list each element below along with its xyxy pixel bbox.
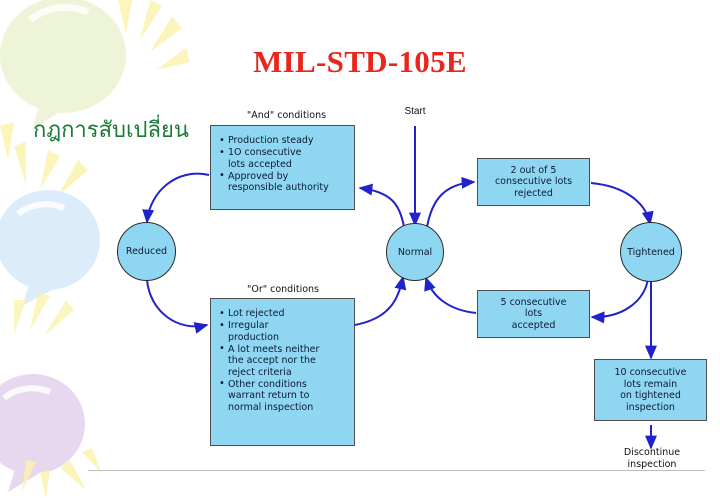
- and-conditions-list: Production steady 1O consecutive lots ac…: [219, 135, 348, 194]
- or-conditions-caption: "Or" conditions: [246, 284, 319, 295]
- ray-burst-top: [118, 0, 190, 70]
- or-conditions-box[interactable]: Lot rejected Irregular production A lot …: [210, 298, 355, 446]
- and-condition-item: 1O consecutive lots accepted: [219, 147, 348, 170]
- balloon-purple: [0, 374, 85, 492]
- or-condition-item: A lot meets neither the accept nor the r…: [219, 343, 348, 379]
- start-label: Start: [404, 106, 426, 117]
- subtitle-thai: กฎการสับเปลี่ยน: [33, 118, 189, 143]
- edge-tighten-cond-to-tightened: [590, 182, 654, 226]
- footer-divider: [88, 470, 705, 471]
- state-normal[interactable]: Normal: [386, 223, 444, 281]
- transition-box-to-normal[interactable]: 5 consecutive lots accepted: [477, 290, 590, 338]
- ray-burst-bottom: [22, 448, 102, 498]
- transition-box-to-tightened[interactable]: 2 out of 5 consecutive lots rejected: [477, 158, 590, 206]
- and-conditions-box[interactable]: Production steady 1O consecutive lots ac…: [210, 125, 355, 210]
- balloon-blue: [0, 190, 100, 306]
- or-condition-item: Lot rejected: [219, 308, 348, 320]
- edge-normal-to-and: [358, 183, 405, 228]
- state-reduced[interactable]: Reduced: [117, 222, 176, 281]
- and-condition-item: Production steady: [219, 135, 348, 147]
- edge-tightened-to-normal-cond: [590, 278, 649, 324]
- edge-or-to-normal: [354, 275, 407, 326]
- page-title: MIL-STD-105E: [253, 44, 467, 79]
- discontinue-label: Discontinue inspection: [623, 447, 681, 470]
- edge-and-to-reduced: [142, 172, 210, 224]
- edge-reduced-to-or: [146, 279, 209, 334]
- or-conditions-list: Lot rejected Irregular production A lot …: [219, 308, 348, 413]
- transition-box-discontinue[interactable]: 10 consecutive lots remain on tightened …: [594, 359, 707, 421]
- edge-normal-cond-to-normal: [424, 276, 477, 314]
- balloon-green: [0, 0, 126, 130]
- state-tightened[interactable]: Tightened: [620, 222, 682, 282]
- edge-normal-to-tighten-cond: [426, 176, 476, 228]
- or-condition-item: Irregular production: [219, 320, 348, 343]
- and-condition-item: Approved by responsible authority: [219, 170, 348, 194]
- ray-burst-lower: [14, 292, 74, 336]
- and-conditions-caption: "And" conditions: [246, 110, 327, 121]
- or-condition-item: Other conditions warrant return to norma…: [219, 378, 348, 414]
- ray-burst-middle: [0, 122, 88, 196]
